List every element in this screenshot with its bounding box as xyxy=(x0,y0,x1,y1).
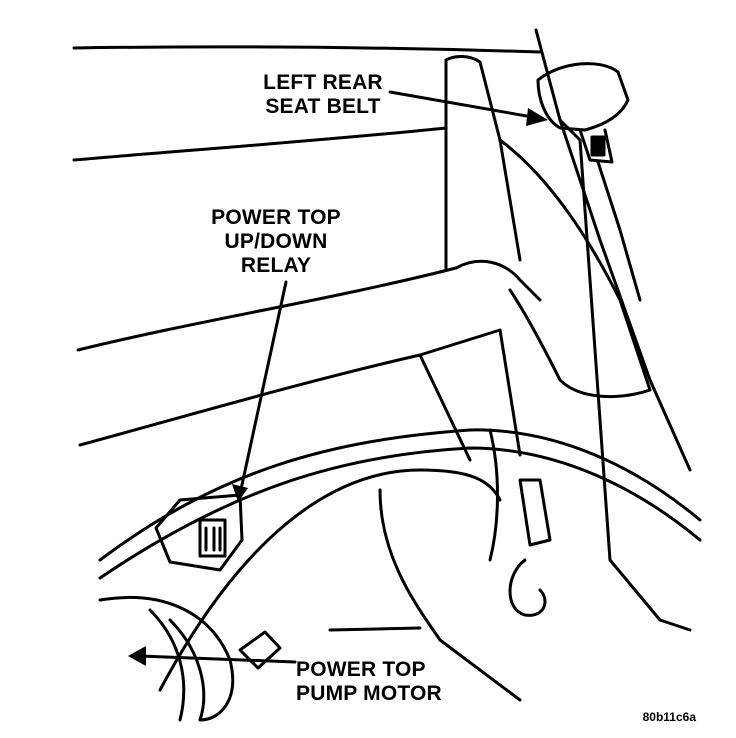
motor-leader-line xyxy=(138,654,297,664)
pillar-left xyxy=(444,55,522,272)
callout-line: LEFT REAR xyxy=(263,71,383,94)
pump-motor-callout: POWER TOP PUMP MOTOR xyxy=(296,658,486,706)
motor-arrowhead xyxy=(128,646,146,666)
callout-line: SEAT BELT xyxy=(265,95,381,118)
deck-panel-edge xyxy=(454,259,542,302)
relay-leader-line xyxy=(238,280,288,496)
pillar-base xyxy=(558,118,692,632)
pump-motor-wires xyxy=(148,608,206,722)
harness-main xyxy=(98,428,702,562)
callout-line: UP/DOWN xyxy=(224,230,328,253)
relay-body xyxy=(154,493,244,572)
relay-callout: POWER TOP UP/DOWN RELAY xyxy=(196,206,356,278)
callout-line: RELAY xyxy=(240,254,312,277)
upper-trim-edge xyxy=(72,45,542,54)
callout-line: POWER TOP xyxy=(211,206,341,229)
callout-line: PUMP MOTOR xyxy=(296,682,442,705)
motor-connector xyxy=(238,630,282,670)
cavity xyxy=(328,488,522,702)
harness-side xyxy=(508,288,652,399)
belt-arrowhead xyxy=(526,108,548,126)
relay-socket xyxy=(198,518,227,558)
deck-panel-top xyxy=(76,266,458,352)
callout-line: POWER TOP xyxy=(296,658,426,681)
pillar-right xyxy=(534,28,692,472)
deck-lower xyxy=(78,328,502,447)
figure-code: 80b11c6a xyxy=(642,710,696,724)
belt-tongue xyxy=(578,128,614,164)
hook xyxy=(508,558,547,617)
harness-main-2 xyxy=(98,446,702,580)
belt-anchor xyxy=(536,62,630,132)
pump-motor xyxy=(98,596,235,722)
seat-belt-callout: LEFT REAR SEAT BELT xyxy=(238,71,408,119)
belt-webbing xyxy=(596,160,642,302)
relay-pins xyxy=(204,526,222,552)
connector xyxy=(518,478,552,547)
upper-trim-lower-edge xyxy=(72,126,448,162)
harness-arc xyxy=(158,468,502,692)
harness-drop xyxy=(488,428,499,562)
relay-arrowhead xyxy=(232,484,248,502)
belt-leader-line xyxy=(388,90,540,120)
pillar-inner xyxy=(498,138,652,392)
belt-slot xyxy=(590,135,606,157)
